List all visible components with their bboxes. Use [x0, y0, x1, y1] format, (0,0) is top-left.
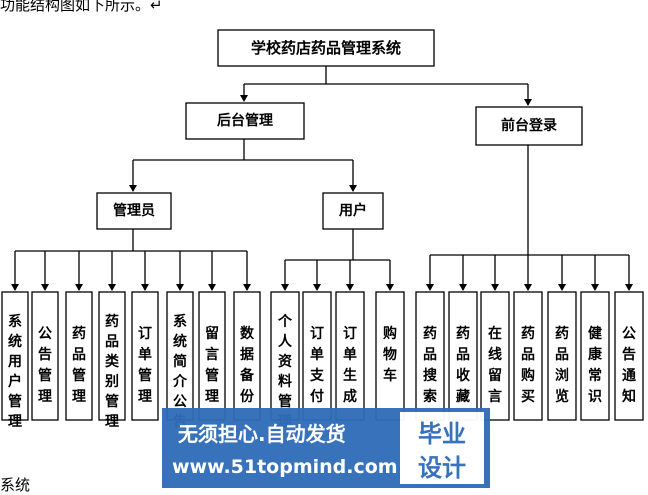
front-item-3-label: 药品购买	[521, 325, 535, 405]
admin-item-6-label: 留言管理	[205, 325, 219, 405]
frontend-node-box	[475, 106, 583, 146]
admin-item-3-box	[98, 291, 126, 421]
front-item-4-label: 药品浏览	[555, 325, 569, 405]
admin-item-2-label: 药品管理	[72, 325, 86, 405]
watermark-logo-line1: 毕业	[418, 420, 466, 448]
admin-node-label: 管理员	[113, 202, 155, 219]
footer-text: 系统	[0, 476, 31, 494]
user-item-1-box	[302, 291, 332, 421]
admin-item-1-label: 公告管理	[38, 326, 52, 405]
front-item-0-box	[415, 291, 445, 421]
connector-lines	[11, 66, 633, 291]
admin-item-1-box	[31, 291, 59, 421]
front-item-0-label: 药品搜索	[423, 325, 438, 405]
front-item-5-label: 健康常识	[588, 325, 603, 405]
front-item-1-label: 药品收藏	[456, 325, 471, 405]
watermark-logo: 毕业 设计	[400, 412, 484, 484]
user-item-1-label: 订单支付	[309, 325, 325, 405]
admin-item-2-box	[65, 291, 93, 421]
user-item-3-label: 购物车	[383, 325, 397, 384]
admin-item-3-label: 药品类别管理	[104, 313, 120, 430]
admin-item-0-label: 系统用户管理	[8, 313, 22, 430]
root-node-label: 学校药店药品管理系统	[251, 39, 401, 57]
user-item-0-box	[270, 291, 300, 421]
backend-node-box	[185, 102, 305, 140]
front-item-5-box	[580, 291, 610, 421]
user-item-3-box	[375, 291, 405, 421]
admin-node-box	[96, 192, 172, 230]
front-item-6-label: 公告通知	[622, 326, 636, 405]
front-item-2-box	[480, 291, 510, 421]
admin-item-7-label: 数据备份	[239, 325, 255, 405]
admin-item-6-box	[198, 291, 226, 421]
frontend-node-label: 前台登录	[501, 117, 557, 134]
intro-sentence: 功能结构图如下所示。↵	[0, 0, 163, 14]
front-item-3-box	[513, 291, 543, 421]
user-node-label: 用户	[339, 202, 367, 219]
admin-item-0-box	[1, 291, 29, 421]
admin-item-4-box	[131, 291, 159, 421]
front-item-2-label: 在线留言	[488, 325, 502, 405]
root-node-box	[217, 29, 435, 67]
user-item-2-box	[335, 291, 365, 421]
user-node-box	[322, 192, 384, 230]
watermark-url: www.51topmind.com	[172, 456, 398, 478]
watermark-banner: 无须担心.自动发货 www.51topmind.com 毕业 设计	[162, 408, 490, 488]
backend-node-label: 后台管理	[217, 112, 273, 129]
front-item-6-box	[614, 291, 644, 421]
admin-item-5-box	[166, 291, 194, 421]
admin-item-4-label: 订单管理	[138, 325, 152, 405]
watermark-logo-line2: 设计	[418, 454, 466, 482]
front-item-4-box	[547, 291, 577, 421]
admin-item-7-box	[233, 291, 261, 421]
watermark-slogan: 无须担心.自动发货	[178, 422, 346, 446]
user-item-2-label: 订单生成	[343, 325, 357, 405]
